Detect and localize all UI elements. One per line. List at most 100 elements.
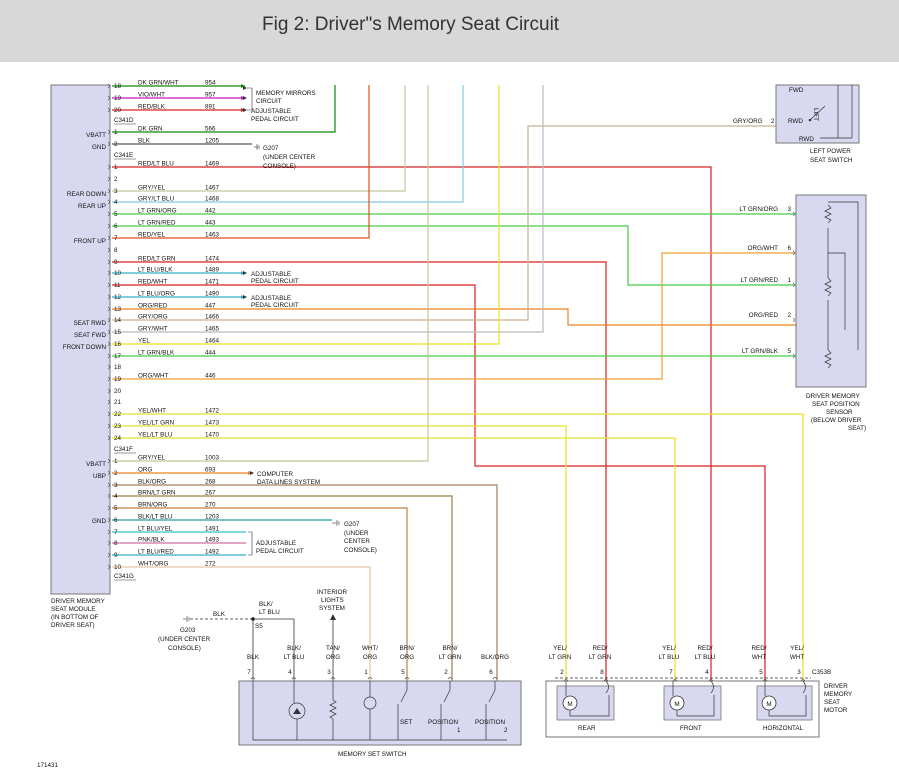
wire-267: [112, 495, 453, 681]
svg-text:CONSOLE): CONSOLE): [344, 547, 377, 554]
switch-terminal: [447, 677, 453, 680]
svg-text:ADJUSTABLE: ADJUSTABLE: [251, 295, 291, 302]
circuit-number: 1491: [205, 526, 220, 533]
module-label-8: VBATT: [86, 461, 106, 468]
sensor-terminal: [792, 317, 795, 323]
pin-terminal: [107, 247, 110, 253]
wire-color-label: LT BLU/RED: [138, 549, 174, 556]
circuit-number: 566: [205, 126, 216, 133]
pin-terminal: [107, 141, 110, 147]
pin-terminal: [107, 329, 110, 335]
svg-text:(UNDER CENTER: (UNDER CENTER: [263, 154, 316, 161]
pin-number: 6: [114, 223, 118, 230]
svg-text:C353B: C353B: [812, 669, 831, 676]
circuit-number: 1473: [205, 420, 220, 427]
pin-number: 21: [114, 399, 122, 406]
svg-text:RWD: RWD: [799, 136, 814, 143]
circuit-number: 447: [205, 303, 216, 310]
svg-text:LIGHTS: LIGHTS: [321, 597, 344, 604]
switch-terminal: [492, 677, 498, 680]
wire-268: [112, 484, 498, 681]
wire-color-label: GRY/WHT: [138, 326, 168, 333]
wire-color-label: YEL/LT GRN: [138, 420, 175, 427]
pin-terminal: [107, 411, 110, 417]
svg-text:(BELOW DRIVER: (BELOW DRIVER: [811, 417, 862, 424]
pin-terminal: [107, 435, 110, 441]
motor-pin-number: 7: [669, 669, 673, 676]
connector-c341g: C341G: [114, 573, 134, 580]
switch-terminal: [367, 677, 373, 680]
connector-c341f: C341F: [114, 446, 133, 453]
sensor-pin-number: 1: [787, 277, 791, 284]
pin-number: 8: [114, 247, 118, 254]
ground-g207-top: G207 (UNDER CENTER CONSOLE): [254, 144, 316, 170]
svg-text:SEAT POSITION: SEAT POSITION: [812, 401, 860, 408]
switch-pin-number: 6: [489, 669, 493, 676]
switch-terminal: [250, 677, 256, 680]
module-label-9: UBP: [93, 473, 106, 480]
sensor-wire-label: LT GRN/RED: [740, 277, 778, 284]
motor-terminal: [563, 679, 569, 682]
pin-terminal: [107, 376, 110, 382]
circuit-number: 268: [205, 479, 216, 486]
module-label-10: GND: [92, 518, 106, 525]
svg-text:LEFT POWER: LEFT POWER: [810, 148, 851, 155]
wire-color-label: DK GRN: [138, 126, 163, 133]
pin-terminal: [107, 83, 110, 89]
pin-terminal: [107, 188, 110, 194]
module-pin-markers: [107, 83, 110, 570]
sensor-wire-label: ORG/RED: [749, 312, 779, 319]
seat-module-box: [50, 84, 111, 595]
pin-terminal: [107, 294, 110, 300]
svg-text:PEDAL CIRCUIT: PEDAL CIRCUIT: [256, 548, 304, 555]
pin-number: 2: [114, 176, 118, 183]
circuit-number: 1467: [205, 185, 220, 192]
motor-wire-label: RED/: [697, 645, 712, 652]
wire-446: [112, 252, 796, 380]
sensor-pin-number: 6: [787, 245, 791, 252]
pin-terminal: [107, 458, 110, 464]
wire-1467: [112, 85, 406, 192]
wire-color-label: GRY/LT BLU: [138, 196, 174, 203]
module-caption-4: DRIVER SEAT): [51, 622, 95, 629]
circuit-number: 1490: [205, 291, 220, 298]
circuit-number: 1464: [205, 338, 220, 345]
pin-number: 19: [114, 95, 122, 102]
svg-text:FWD: FWD: [789, 87, 804, 94]
wire-color-label: LT GRN/BLK: [138, 350, 175, 357]
wire-1003: [112, 85, 429, 462]
sensor-pin-number: 3: [787, 206, 791, 213]
pin-number: 3: [114, 188, 118, 195]
wire-color-label: VIO/WHT: [138, 92, 165, 99]
figure-header: Fig 2: Driver"s Memory Seat Circuit: [0, 0, 899, 62]
memory-mirrors-note: MEMORY MIRRORS CIRCUIT ADJUSTABLE PEDAL …: [243, 86, 316, 123]
wire-color-label: ORG/RED: [138, 303, 168, 310]
pin-terminal: [107, 552, 110, 558]
pin-terminal: [107, 353, 110, 359]
sensor-pin-number: 5: [787, 348, 791, 355]
wire-566: [112, 85, 336, 133]
svg-text:BLK/: BLK/: [259, 601, 273, 608]
circuit-number: 1205: [205, 138, 220, 145]
svg-text:SET: SET: [400, 719, 412, 726]
sensor-terminal: [792, 250, 795, 256]
wire-color-label: DK GRN/WHT: [138, 80, 179, 87]
svg-text:ADJUSTABLE: ADJUSTABLE: [251, 271, 291, 278]
wire-color-label: YEL: [138, 338, 150, 345]
svg-text:SYSTEM: SYSTEM: [319, 605, 345, 612]
pin-terminal: [107, 95, 110, 101]
wire-1463: [112, 85, 370, 239]
motor-wire-label: YEL/: [790, 645, 804, 652]
svg-text:MOTOR: MOTOR: [824, 707, 848, 714]
circuit-number: 1003: [205, 455, 220, 462]
svg-text:ADJUSTABLE: ADJUSTABLE: [251, 108, 291, 115]
figure-title: Fig 2: Driver"s Memory Seat Circuit: [262, 14, 560, 35]
switch-pin-number: 5: [401, 669, 405, 676]
module-caption-3: (IN BOTTOM OF: [51, 614, 99, 621]
pin-number: 12: [114, 294, 122, 301]
connector-c341d: C341D: [114, 117, 134, 124]
motor-wire-label: YEL/: [662, 645, 676, 652]
pin-number: 15: [114, 329, 122, 336]
motor-terminal: [762, 679, 768, 682]
wire-layer: [112, 84, 804, 681]
